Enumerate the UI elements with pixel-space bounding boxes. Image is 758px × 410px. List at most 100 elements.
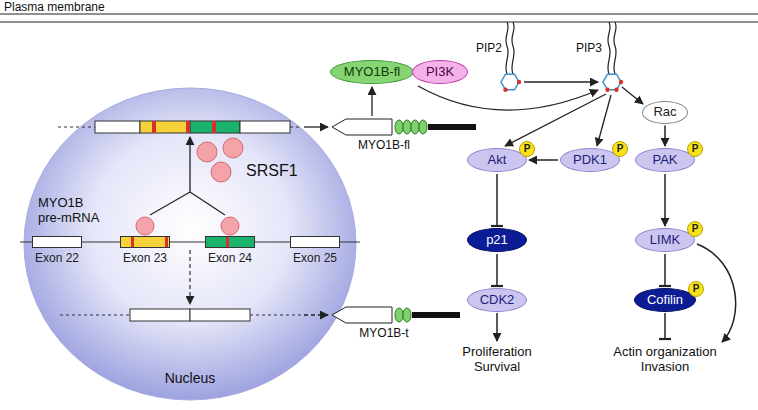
phospho-badge: P bbox=[687, 221, 703, 237]
activation-arrow bbox=[622, 87, 643, 104]
inhibitor-ellipse: p21 bbox=[467, 228, 527, 252]
phospho-badge: P bbox=[612, 141, 628, 157]
tail-domain bbox=[412, 312, 460, 318]
inositol-ring bbox=[603, 74, 621, 90]
exon-box bbox=[190, 309, 250, 321]
mrna-line bbox=[250, 315, 302, 316]
node-text: Cofilin bbox=[647, 293, 683, 307]
membrane-line bbox=[0, 22, 758, 23]
skip-arrow bbox=[189, 250, 190, 304]
srsf1-protein bbox=[221, 217, 239, 235]
activation-edge bbox=[529, 159, 558, 161]
node-text: PDK1 bbox=[573, 153, 607, 167]
exon-box: Exon 25 bbox=[290, 236, 340, 248]
isoform-label: MYO1B-t bbox=[359, 327, 408, 341]
activation-arrow bbox=[505, 94, 606, 146]
node-text: Nucleus bbox=[165, 371, 216, 386]
exon-box bbox=[95, 121, 140, 133]
exon-box: Exon 24 bbox=[205, 236, 255, 248]
srsf1-protein bbox=[211, 162, 231, 182]
exon-box bbox=[130, 309, 190, 321]
node-text: MYO1B-fl bbox=[344, 65, 400, 79]
phospho-badge: P bbox=[688, 281, 704, 297]
node-text: p21 bbox=[486, 233, 508, 247]
kinase-ellipse: LIMK bbox=[635, 228, 695, 252]
binding-site bbox=[212, 121, 216, 133]
inhibition-edge bbox=[496, 174, 498, 226]
isoform-label: MYO1B-fl bbox=[358, 139, 410, 153]
phosphate-dot bbox=[614, 88, 618, 92]
iq-motif bbox=[395, 308, 403, 322]
localization-arrow bbox=[371, 87, 372, 116]
node-text: CDK2 bbox=[480, 293, 515, 307]
phosphate-dot bbox=[605, 88, 609, 92]
protein-head bbox=[332, 307, 392, 323]
binding-site bbox=[226, 237, 229, 247]
binding-site bbox=[165, 237, 168, 247]
node-text: Exon 23 bbox=[123, 252, 167, 265]
srsf1-protein bbox=[136, 217, 154, 235]
activation-arrow bbox=[597, 95, 611, 146]
exon24-box bbox=[190, 121, 240, 133]
iq-motif bbox=[411, 120, 419, 134]
gene-label: MYO1B pre-mRNA bbox=[38, 196, 110, 226]
inositol-ring bbox=[501, 74, 519, 90]
activation-edge bbox=[664, 174, 666, 226]
lipid-label: PIP3 bbox=[576, 42, 602, 56]
exon-box: Exon 23 bbox=[120, 236, 170, 248]
gtpase-ellipse: Rac bbox=[642, 101, 688, 124]
kinase-ellipse: PAK bbox=[635, 148, 695, 172]
inhibition-line bbox=[664, 313, 666, 339]
tail-domain bbox=[428, 124, 476, 130]
node-text: PI3K bbox=[426, 65, 454, 79]
protein-head bbox=[332, 119, 392, 135]
exon-box: Exon 22 bbox=[32, 236, 82, 248]
lipid-label: PIP2 bbox=[476, 42, 502, 56]
node-text: Akt bbox=[488, 153, 507, 167]
inhibition-edge bbox=[664, 254, 666, 286]
iq-motif bbox=[395, 120, 403, 134]
kinase-ellipse: PI3K bbox=[412, 60, 468, 84]
actin-regulator-ellipse: Cofilin bbox=[634, 288, 696, 312]
conversion-arrow bbox=[524, 81, 598, 82]
node-text: LIMK bbox=[650, 233, 680, 247]
node-text: Exon 25 bbox=[293, 252, 337, 265]
nucleus-outline bbox=[24, 88, 356, 400]
translation-arrow bbox=[304, 314, 328, 315]
mrna-line bbox=[290, 127, 302, 128]
activation-edge bbox=[664, 126, 666, 147]
srsf1-protein bbox=[197, 142, 217, 162]
phosphate-dot bbox=[503, 88, 507, 92]
mrna-line bbox=[60, 315, 130, 316]
protein-ellipse: MYO1B-fl bbox=[330, 60, 414, 84]
binding-site bbox=[152, 121, 156, 133]
phospho-badge: P bbox=[687, 141, 703, 157]
srsf1-protein bbox=[223, 138, 243, 158]
node-text: Exon 24 bbox=[208, 252, 252, 265]
splice-arrow bbox=[189, 137, 190, 192]
iq-motif bbox=[419, 120, 427, 134]
membrane-line bbox=[0, 14, 758, 15]
lipid-tail bbox=[512, 22, 514, 74]
outcome-label: Proliferation Survival bbox=[447, 345, 547, 375]
outcome-arrow bbox=[496, 313, 498, 341]
kinase-ellipse: CDK2 bbox=[467, 288, 527, 312]
membrane-label: Plasma membrane bbox=[4, 1, 105, 15]
protein-label: SRSF1 bbox=[246, 162, 298, 180]
lipid-tail bbox=[614, 22, 616, 74]
phospho-badge: P bbox=[519, 141, 535, 157]
phosphate-dot bbox=[619, 80, 623, 84]
exon23-box bbox=[140, 121, 190, 133]
kinase-ellipse: PDK1 bbox=[560, 148, 620, 172]
translation-arrow bbox=[304, 126, 328, 127]
kinase-ellipse: Akt bbox=[467, 148, 527, 172]
phosphate-dot bbox=[517, 80, 521, 84]
splice-line bbox=[150, 192, 190, 215]
binding-site bbox=[186, 121, 190, 133]
catalysis-arrow bbox=[418, 86, 598, 110]
splice-line bbox=[190, 192, 225, 215]
iq-motif bbox=[403, 120, 411, 134]
iq-motif bbox=[403, 308, 411, 322]
binding-site bbox=[131, 237, 134, 247]
node-text: Rac bbox=[653, 105, 676, 119]
